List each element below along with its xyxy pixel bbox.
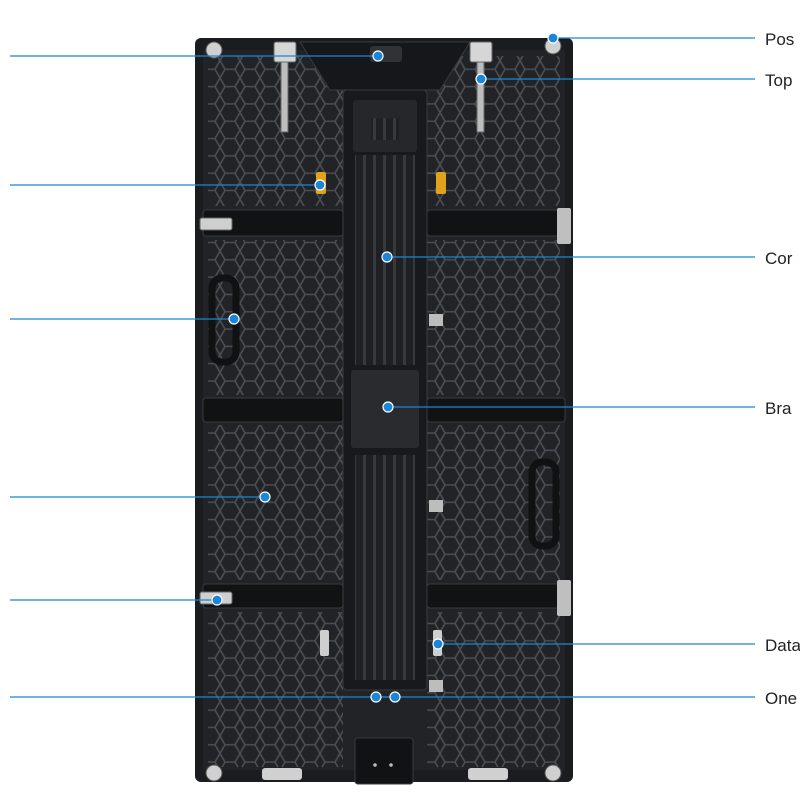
leader-lines bbox=[10, 37, 755, 698]
spine-clip bbox=[429, 500, 443, 512]
callout-marker bbox=[382, 401, 394, 413]
callout-labels-right: Pos Top Cor Bra Data One bbox=[765, 30, 800, 708]
mesh-panel bbox=[427, 56, 560, 206]
bottom-latch bbox=[468, 768, 508, 780]
callout-label-one: One bbox=[765, 689, 797, 708]
mesh-panel bbox=[427, 612, 560, 767]
top-ridge bbox=[299, 41, 471, 91]
callout-marker bbox=[372, 50, 384, 62]
callout-label-positioning: Pos bbox=[765, 30, 794, 49]
lock-pin-rod bbox=[476, 61, 485, 133]
cross-bar bbox=[426, 397, 566, 423]
heat-sink-lower bbox=[355, 455, 415, 680]
cross-bar bbox=[426, 583, 566, 609]
callout-marker bbox=[547, 32, 559, 44]
mesh-panel bbox=[208, 425, 343, 580]
bottom-tab bbox=[354, 737, 414, 785]
callout-label-data: Data bbox=[765, 636, 800, 655]
data-connector bbox=[320, 630, 329, 656]
corner-bolts bbox=[205, 37, 562, 782]
cross-bar bbox=[426, 209, 566, 237]
lock-pin-head bbox=[273, 41, 297, 63]
lock-pin-head bbox=[469, 41, 493, 63]
side-clip bbox=[557, 208, 571, 244]
bolt-icon bbox=[205, 764, 223, 782]
mesh-panel bbox=[427, 240, 560, 395]
callout-marker bbox=[228, 313, 240, 325]
callout-marker bbox=[314, 179, 326, 191]
spine-clip bbox=[429, 680, 443, 692]
callout-label-bracket: Bra bbox=[765, 399, 792, 418]
bolt-icon bbox=[544, 764, 562, 782]
callout-markers bbox=[211, 32, 559, 703]
callout-marker bbox=[389, 691, 401, 703]
spine-clip bbox=[429, 314, 443, 326]
callout-marker bbox=[432, 638, 444, 650]
bottom-tab-dot bbox=[373, 763, 377, 767]
latch-icon bbox=[436, 172, 446, 194]
callout-marker bbox=[211, 594, 223, 606]
callout-marker bbox=[381, 251, 393, 263]
cross-bar bbox=[202, 397, 344, 423]
mesh-panel bbox=[427, 425, 560, 580]
side-clip bbox=[557, 580, 571, 616]
callout-label-top: Top bbox=[765, 71, 792, 90]
side-lock-lever bbox=[199, 217, 233, 231]
cross-bars bbox=[202, 209, 566, 609]
handle-icon bbox=[528, 458, 560, 550]
bolt-icon bbox=[205, 41, 223, 59]
module-grille bbox=[371, 118, 399, 140]
mesh-panel bbox=[208, 240, 343, 395]
center-spine bbox=[342, 89, 428, 691]
callout-marker bbox=[259, 491, 271, 503]
bottom-tab-dot bbox=[389, 763, 393, 767]
bottom-latch bbox=[262, 768, 302, 780]
callout-label-control: Cor bbox=[765, 249, 793, 268]
callout-marker bbox=[370, 691, 382, 703]
cabinet-body bbox=[195, 37, 573, 785]
lock-pin-rod bbox=[280, 61, 289, 133]
top-lock-pins bbox=[273, 41, 493, 133]
callout-marker bbox=[475, 73, 487, 85]
